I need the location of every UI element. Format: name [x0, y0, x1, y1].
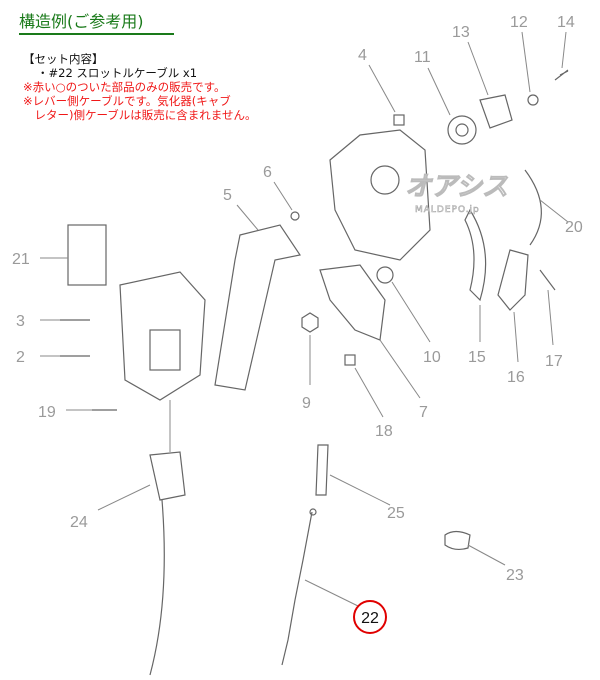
note-3: レター)側ケーブルは販売に含まれません。 [23, 108, 257, 122]
part-label-14: 14 [557, 14, 575, 31]
leader-lines [40, 31, 569, 607]
part-label-4: 4 [358, 47, 367, 64]
part-label-23: 23 [506, 567, 524, 584]
part-label-19: 19 [38, 404, 56, 421]
part-label-10: 10 [423, 349, 441, 366]
part-label-16: 16 [507, 369, 525, 386]
part-label-12: 12 [510, 14, 528, 31]
note-2: ※レバー側ケーブルです。気化器(キャブ [23, 94, 231, 108]
part-label-21: 21 [12, 251, 30, 268]
part-label-5: 5 [223, 187, 232, 204]
part-label-9: 9 [302, 395, 311, 412]
set-heading: 【セット内容】 [23, 52, 104, 66]
highlighted-part-22: 22 [353, 600, 387, 634]
part-label-25: 25 [387, 505, 405, 522]
set-item: ・#22 スロットルケーブル x1 [37, 66, 198, 80]
watermark: オアシス MALDEPO.jp [405, 172, 509, 216]
part-label-3: 3 [16, 313, 25, 330]
part-label-7: 7 [419, 404, 428, 421]
part-labels: 4 11 13 12 14 6 5 20 21 3 2 19 9 10 15 1… [12, 14, 583, 584]
part-label-2: 2 [16, 349, 25, 366]
part-drawings [60, 69, 569, 676]
part-label-20: 20 [565, 219, 583, 236]
watermark-site: MALDEPO.jp [415, 205, 480, 215]
part-label-17: 17 [545, 353, 563, 370]
part-label-22: 22 [361, 610, 379, 627]
part-label-13: 13 [452, 24, 470, 41]
part-label-24: 24 [70, 514, 88, 531]
part-label-18: 18 [375, 423, 393, 440]
part-label-15: 15 [468, 349, 486, 366]
page-title: 構造例(ご参考用) [19, 8, 174, 35]
watermark-brand: オアシス [405, 172, 508, 202]
note-1: ※赤い○のついた部品のみの販売です。 [23, 80, 226, 94]
part-label-6: 6 [263, 164, 272, 181]
set-contents: 【セット内容】 ・#22 スロットルケーブル x1 ※赤い○のついた部品のみの販… [23, 52, 256, 122]
part-label-11: 11 [414, 49, 431, 66]
